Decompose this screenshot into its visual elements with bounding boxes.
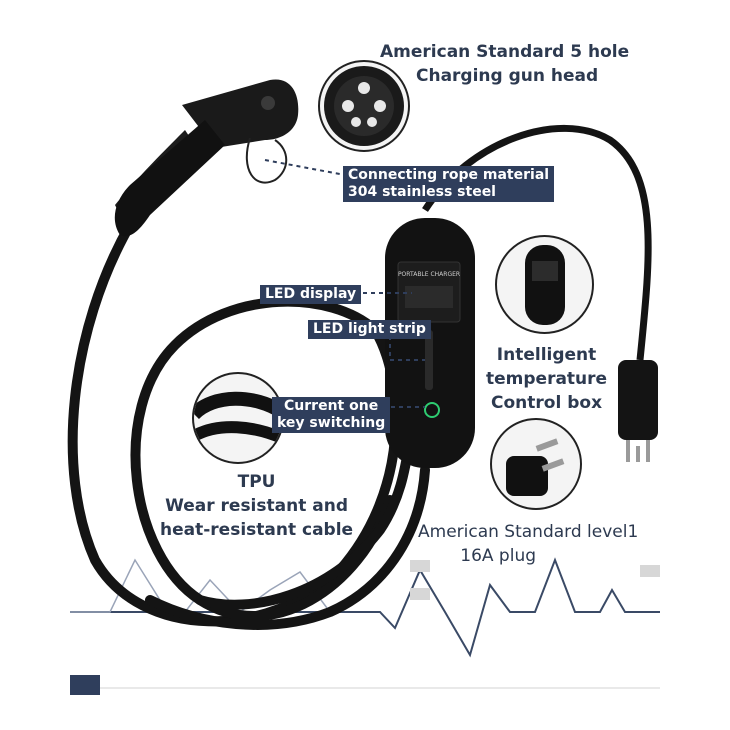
control-box-detail (495, 235, 594, 334)
waveform-line (70, 557, 660, 658)
cable-cross-section-icon (194, 391, 282, 444)
led-strip-label: LED light strip (308, 320, 431, 339)
control-box-icon (525, 245, 565, 325)
cable-detail (192, 372, 284, 464)
corner-mark (70, 675, 100, 695)
charging-cable (67, 220, 430, 630)
plug-icon (506, 438, 565, 496)
plug-label: American Standard level1 16A plug (418, 522, 639, 566)
charging-gun (114, 79, 299, 237)
control-box-screen-text: PORTABLE CHARGER (398, 271, 460, 278)
rope-material-label: Connecting rope material 304 stainless s… (343, 166, 555, 202)
five-hole-socket-icon (324, 66, 404, 146)
control-box-label: Intelligent temperature Control box (486, 345, 608, 413)
control-box: PORTABLE CHARGER (385, 218, 475, 468)
plug-cable (422, 124, 652, 361)
gun-head-label: American Standard 5 hole Charging gun he… (380, 42, 630, 86)
plug-detail (490, 418, 582, 510)
gun-head-detail (318, 60, 410, 152)
tpu-cable-label: TPU Wear resistant and heat-resistant ca… (160, 472, 354, 540)
key-switch-label: Current one key switching (272, 397, 391, 433)
led-display-label: LED display (260, 285, 362, 304)
wall-plug (618, 360, 658, 462)
power-key-icon (424, 402, 440, 418)
